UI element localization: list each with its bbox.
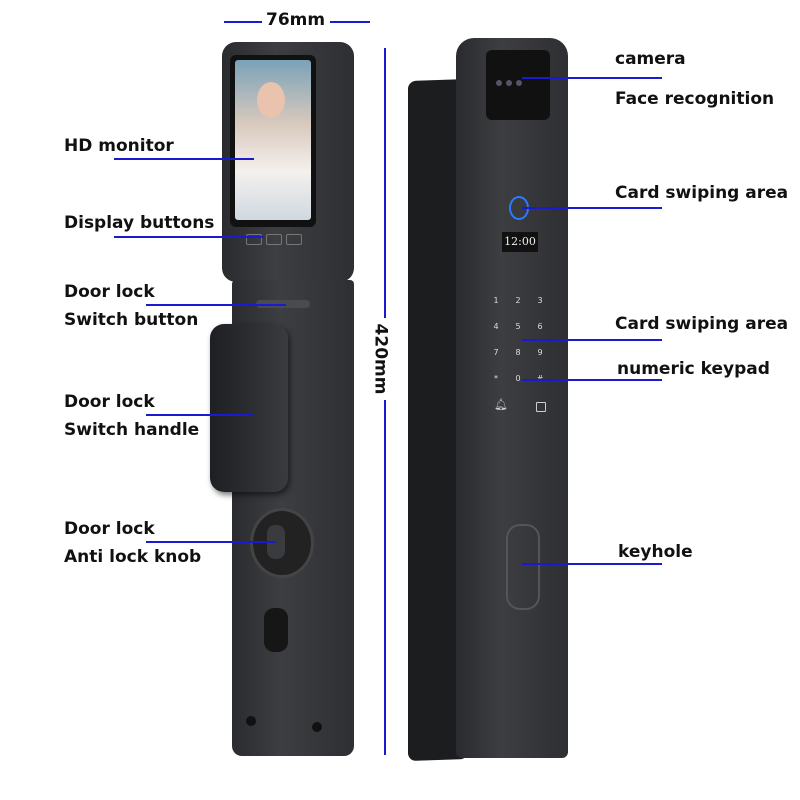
keyhole-cover[interactable] [506, 524, 540, 610]
callout-line [114, 236, 264, 238]
camera-lens [506, 80, 512, 86]
display-button[interactable] [266, 234, 282, 245]
label-hd-monitor: HD monitor [64, 136, 174, 156]
width-dim-line [224, 21, 262, 23]
height-dim-line [384, 400, 386, 755]
height-dimension: 420mm [370, 323, 391, 395]
label-card-swiping-2: Card swiping area [615, 314, 789, 334]
label-switch-button-2: Switch button [64, 310, 199, 330]
lock-icon[interactable] [536, 402, 546, 412]
key[interactable]: 3 [537, 296, 543, 305]
screw [312, 722, 322, 732]
key[interactable]: 1 [493, 296, 499, 305]
key[interactable]: 9 [537, 348, 543, 357]
key[interactable]: 0 [515, 374, 521, 383]
bell-icon[interactable]: 🔔︎ [494, 398, 508, 411]
callout-line [146, 304, 286, 306]
label-card-swiping-1: Card swiping area [615, 183, 789, 203]
callout-line [522, 379, 662, 381]
clock-display: 12:00 [502, 232, 538, 252]
anti-lock-knob[interactable] [250, 508, 314, 578]
face-image [257, 82, 285, 118]
monitor-screen-image [235, 60, 311, 220]
label-anti-lock-2: Anti lock knob [64, 547, 202, 567]
label-keyhole: keyhole [618, 542, 693, 562]
callout-line [522, 339, 662, 341]
numeric-keypad[interactable]: 1 2 3 4 5 6 7 8 9 * 0 # [490, 296, 550, 386]
label-numeric-keypad: numeric keypad [617, 359, 770, 379]
camera-module [486, 50, 550, 120]
width-dim-line [330, 21, 370, 23]
label-display-buttons: Display buttons [64, 213, 215, 233]
callout-line [522, 207, 662, 209]
callout-line [146, 414, 254, 416]
emergency-keyhole [264, 608, 288, 652]
callout-line [522, 563, 662, 565]
callout-line [522, 77, 662, 79]
label-switch-handle-1: Door lock [64, 392, 155, 412]
smart-lock-front [456, 38, 568, 758]
height-dim-line [384, 48, 386, 318]
display-button[interactable] [246, 234, 262, 245]
label-switch-button-1: Door lock [64, 282, 155, 302]
key[interactable]: 4 [493, 322, 499, 331]
screw [246, 716, 256, 726]
switch-handle[interactable] [210, 324, 288, 492]
display-button[interactable] [286, 234, 302, 245]
key[interactable]: 2 [515, 296, 521, 305]
label-switch-handle-2: Switch handle [64, 420, 200, 440]
label-camera: camera [615, 49, 686, 69]
width-dimension: 76mm [266, 10, 326, 30]
knob-grip [267, 525, 285, 559]
callout-line [114, 158, 254, 160]
key[interactable]: * [494, 374, 498, 383]
key[interactable]: 7 [493, 348, 499, 357]
hd-monitor [230, 55, 316, 227]
label-anti-lock-1: Door lock [64, 519, 155, 539]
callout-line [146, 541, 276, 543]
camera-lens [496, 80, 502, 86]
key[interactable]: 8 [515, 348, 521, 357]
camera-lens [516, 80, 522, 86]
key[interactable]: 6 [537, 322, 543, 331]
key[interactable]: # [534, 374, 546, 383]
key[interactable]: 5 [515, 322, 521, 331]
label-face-recognition: Face recognition [615, 89, 775, 109]
